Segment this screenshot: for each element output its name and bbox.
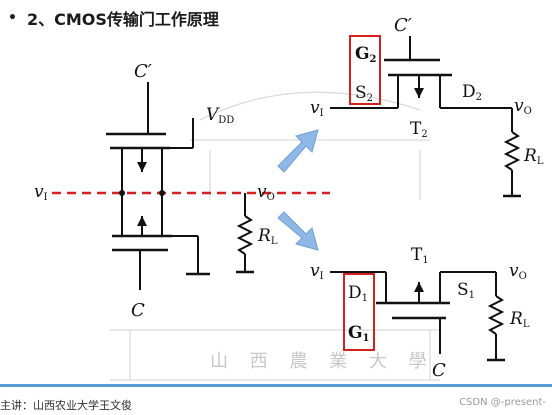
- down-right-arrow: [277, 211, 319, 251]
- left-load-label: RL: [257, 226, 278, 247]
- left-top-control-label: C′: [134, 61, 152, 82]
- footer-divider-bar: [0, 384, 552, 387]
- left-input-label: vI: [34, 182, 48, 203]
- tr-body-arrow: [414, 88, 424, 98]
- tr-source-label: S2: [355, 83, 373, 104]
- br-load-resistor: [487, 295, 505, 335]
- watermark-university-text: 山 西 農 業 大 學: [210, 351, 435, 372]
- br-input-label: vI: [310, 261, 324, 282]
- tr-load-label: RL: [523, 146, 544, 167]
- br-drain-label: D1: [348, 283, 368, 304]
- br-transistor-label: T1: [411, 245, 429, 266]
- br-control-label: C: [432, 360, 446, 381]
- tr-gate-label: G2: [355, 44, 377, 65]
- tr-transistor-label: T2: [410, 119, 428, 140]
- br-load-label: RL: [509, 309, 530, 330]
- left-junction-dot: [119, 190, 125, 196]
- left-bottom-control-label: C: [131, 300, 145, 321]
- title-bullet: •: [8, 10, 17, 26]
- bottom-right-nmos-circuit: [330, 271, 505, 362]
- br-drain-gate-highlight-box: [343, 273, 375, 351]
- left-transmission-gate: [106, 82, 254, 290]
- tr-output-label: vO: [514, 96, 532, 117]
- tr-drain-label: D2: [462, 82, 482, 103]
- top-right-pmos-circuit: [330, 36, 521, 198]
- slide-title-row: • 2、CMOS传输门工作原理: [8, 6, 219, 30]
- right-junction-dot: [159, 190, 165, 196]
- left-output-label: vO: [257, 182, 275, 203]
- left-vdd-label: VDD: [206, 105, 234, 126]
- tr-input-label: vI: [310, 98, 324, 119]
- up-right-arrow: [277, 129, 319, 173]
- tr-gate-source-highlight-box: [349, 35, 381, 105]
- left-nmos-arrow: [137, 216, 147, 226]
- slide-title: 2、CMOS传输门工作原理: [26, 10, 219, 29]
- br-source-label: S1: [457, 280, 475, 301]
- footer-source: CSDN @-present-: [459, 397, 546, 408]
- tr-control-label: C′: [394, 15, 412, 36]
- watermark-background: [110, 91, 440, 381]
- tr-load-resistor: [503, 131, 521, 171]
- footer-lecturer: 主讲：山西农业大学王文俊: [0, 399, 132, 412]
- left-pmos-arrow: [137, 162, 147, 172]
- br-gate-label: G1: [348, 323, 370, 344]
- left-load-resistor: [236, 215, 254, 255]
- br-body-arrow: [414, 282, 424, 292]
- br-output-label: vO: [509, 261, 527, 282]
